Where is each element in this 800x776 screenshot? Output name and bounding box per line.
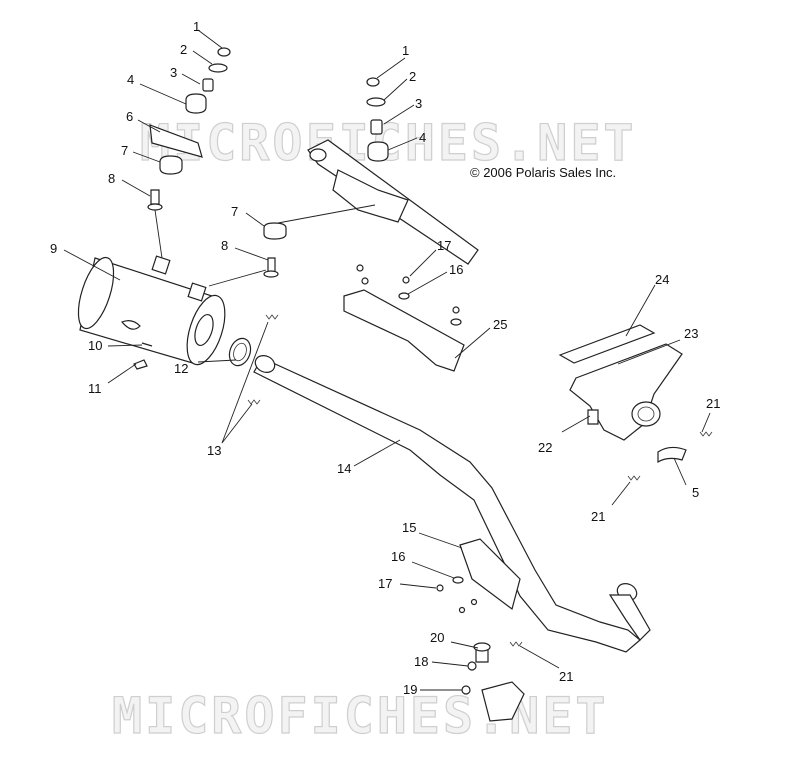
watermark-bottom: MICROFICHES.NET [112,687,609,745]
nut-part-18 [467,661,477,671]
spring-part-13a [265,314,279,320]
nut-part-19 [461,685,471,695]
callout-8a: 8 [108,171,115,186]
callout-24: 24 [655,272,669,287]
callout-2b: 2 [409,69,416,84]
nut-part-17b [436,584,444,592]
callout-labels: 1 2 3 4 6 7 8 1 2 3 4 7 8 9 17 16 24 25 … [50,19,720,697]
callout-18: 18 [414,654,428,669]
callout-21a: 21 [706,396,720,411]
callout-16b: 16 [391,549,405,564]
callout-12: 12 [174,361,188,376]
leader-lines [63,29,711,691]
heat-shield-part-15 [459,538,521,611]
copyright-text: © 2006 Polaris Sales Inc. [470,165,616,180]
flange-plate [481,681,525,722]
pin-part-10 [141,342,153,347]
callout-20: 20 [430,630,444,645]
callout-1b: 1 [402,43,409,58]
callout-22: 22 [538,440,552,455]
callout-3a: 3 [170,65,177,80]
head-pipe-part-14 [253,357,641,653]
nut-part-1b [366,77,380,87]
spring-part-13b [247,399,261,405]
callout-11: 11 [88,381,102,396]
heat-shield-part-25 [343,289,465,372]
seal-part-5 [657,446,687,464]
grommet-part-4b [367,141,389,162]
callout-21c: 21 [559,669,573,684]
callout-17a: 17 [437,238,451,253]
callout-8b: 8 [221,238,228,253]
callout-17b: 17 [378,576,392,591]
bolt-part-8a [150,189,160,205]
callout-4b: 4 [419,130,426,145]
clip-part-11 [133,359,148,370]
callout-4a: 4 [127,72,134,87]
nut-part-1a [217,47,231,57]
bushing-part-3a [202,78,214,92]
callout-23: 23 [684,326,698,341]
callout-9: 9 [50,241,57,256]
watermark-top: MICROFICHES.NET [140,114,637,172]
callout-19: 19 [403,682,417,697]
washer-part-16a [398,292,410,300]
grommet-part-7b [263,222,287,240]
callout-25: 25 [493,317,507,332]
callout-7b: 7 [231,204,238,219]
grommet-part-4a [185,93,207,114]
muffler-part-9 [77,255,226,366]
callout-10: 10 [88,338,102,353]
spring-part-21c [509,641,523,647]
callout-16a: 16 [449,262,463,277]
bushing-part-3b [370,119,383,135]
bracket-part-6 [149,124,203,158]
nut-part-17a [402,276,410,284]
spring-part-21b [627,475,641,481]
callout-5: 5 [692,485,699,500]
bolt-part-8b [267,257,276,273]
washer-part-16b [452,576,464,584]
gasket-part-12 [228,337,252,367]
mount-stack-left [147,47,231,211]
callout-15: 15 [402,520,416,535]
callout-7a: 7 [121,143,128,158]
callout-6: 6 [126,109,133,124]
bolt-part-22 [587,409,599,425]
washer-part-2a [208,63,228,73]
mount-stack-right [263,77,479,278]
callout-1a: 1 [193,19,200,34]
callout-14: 14 [337,461,351,476]
frame-bracket [332,169,409,223]
grommet-part-7a [159,155,183,175]
gasket-part-24 [558,324,656,364]
spring-part-21a [699,431,713,437]
callout-2a: 2 [180,42,187,57]
callout-3b: 3 [415,96,422,111]
callout-13: 13 [207,443,221,458]
washer-part-2b [366,97,386,107]
callout-21b: 21 [591,509,605,524]
